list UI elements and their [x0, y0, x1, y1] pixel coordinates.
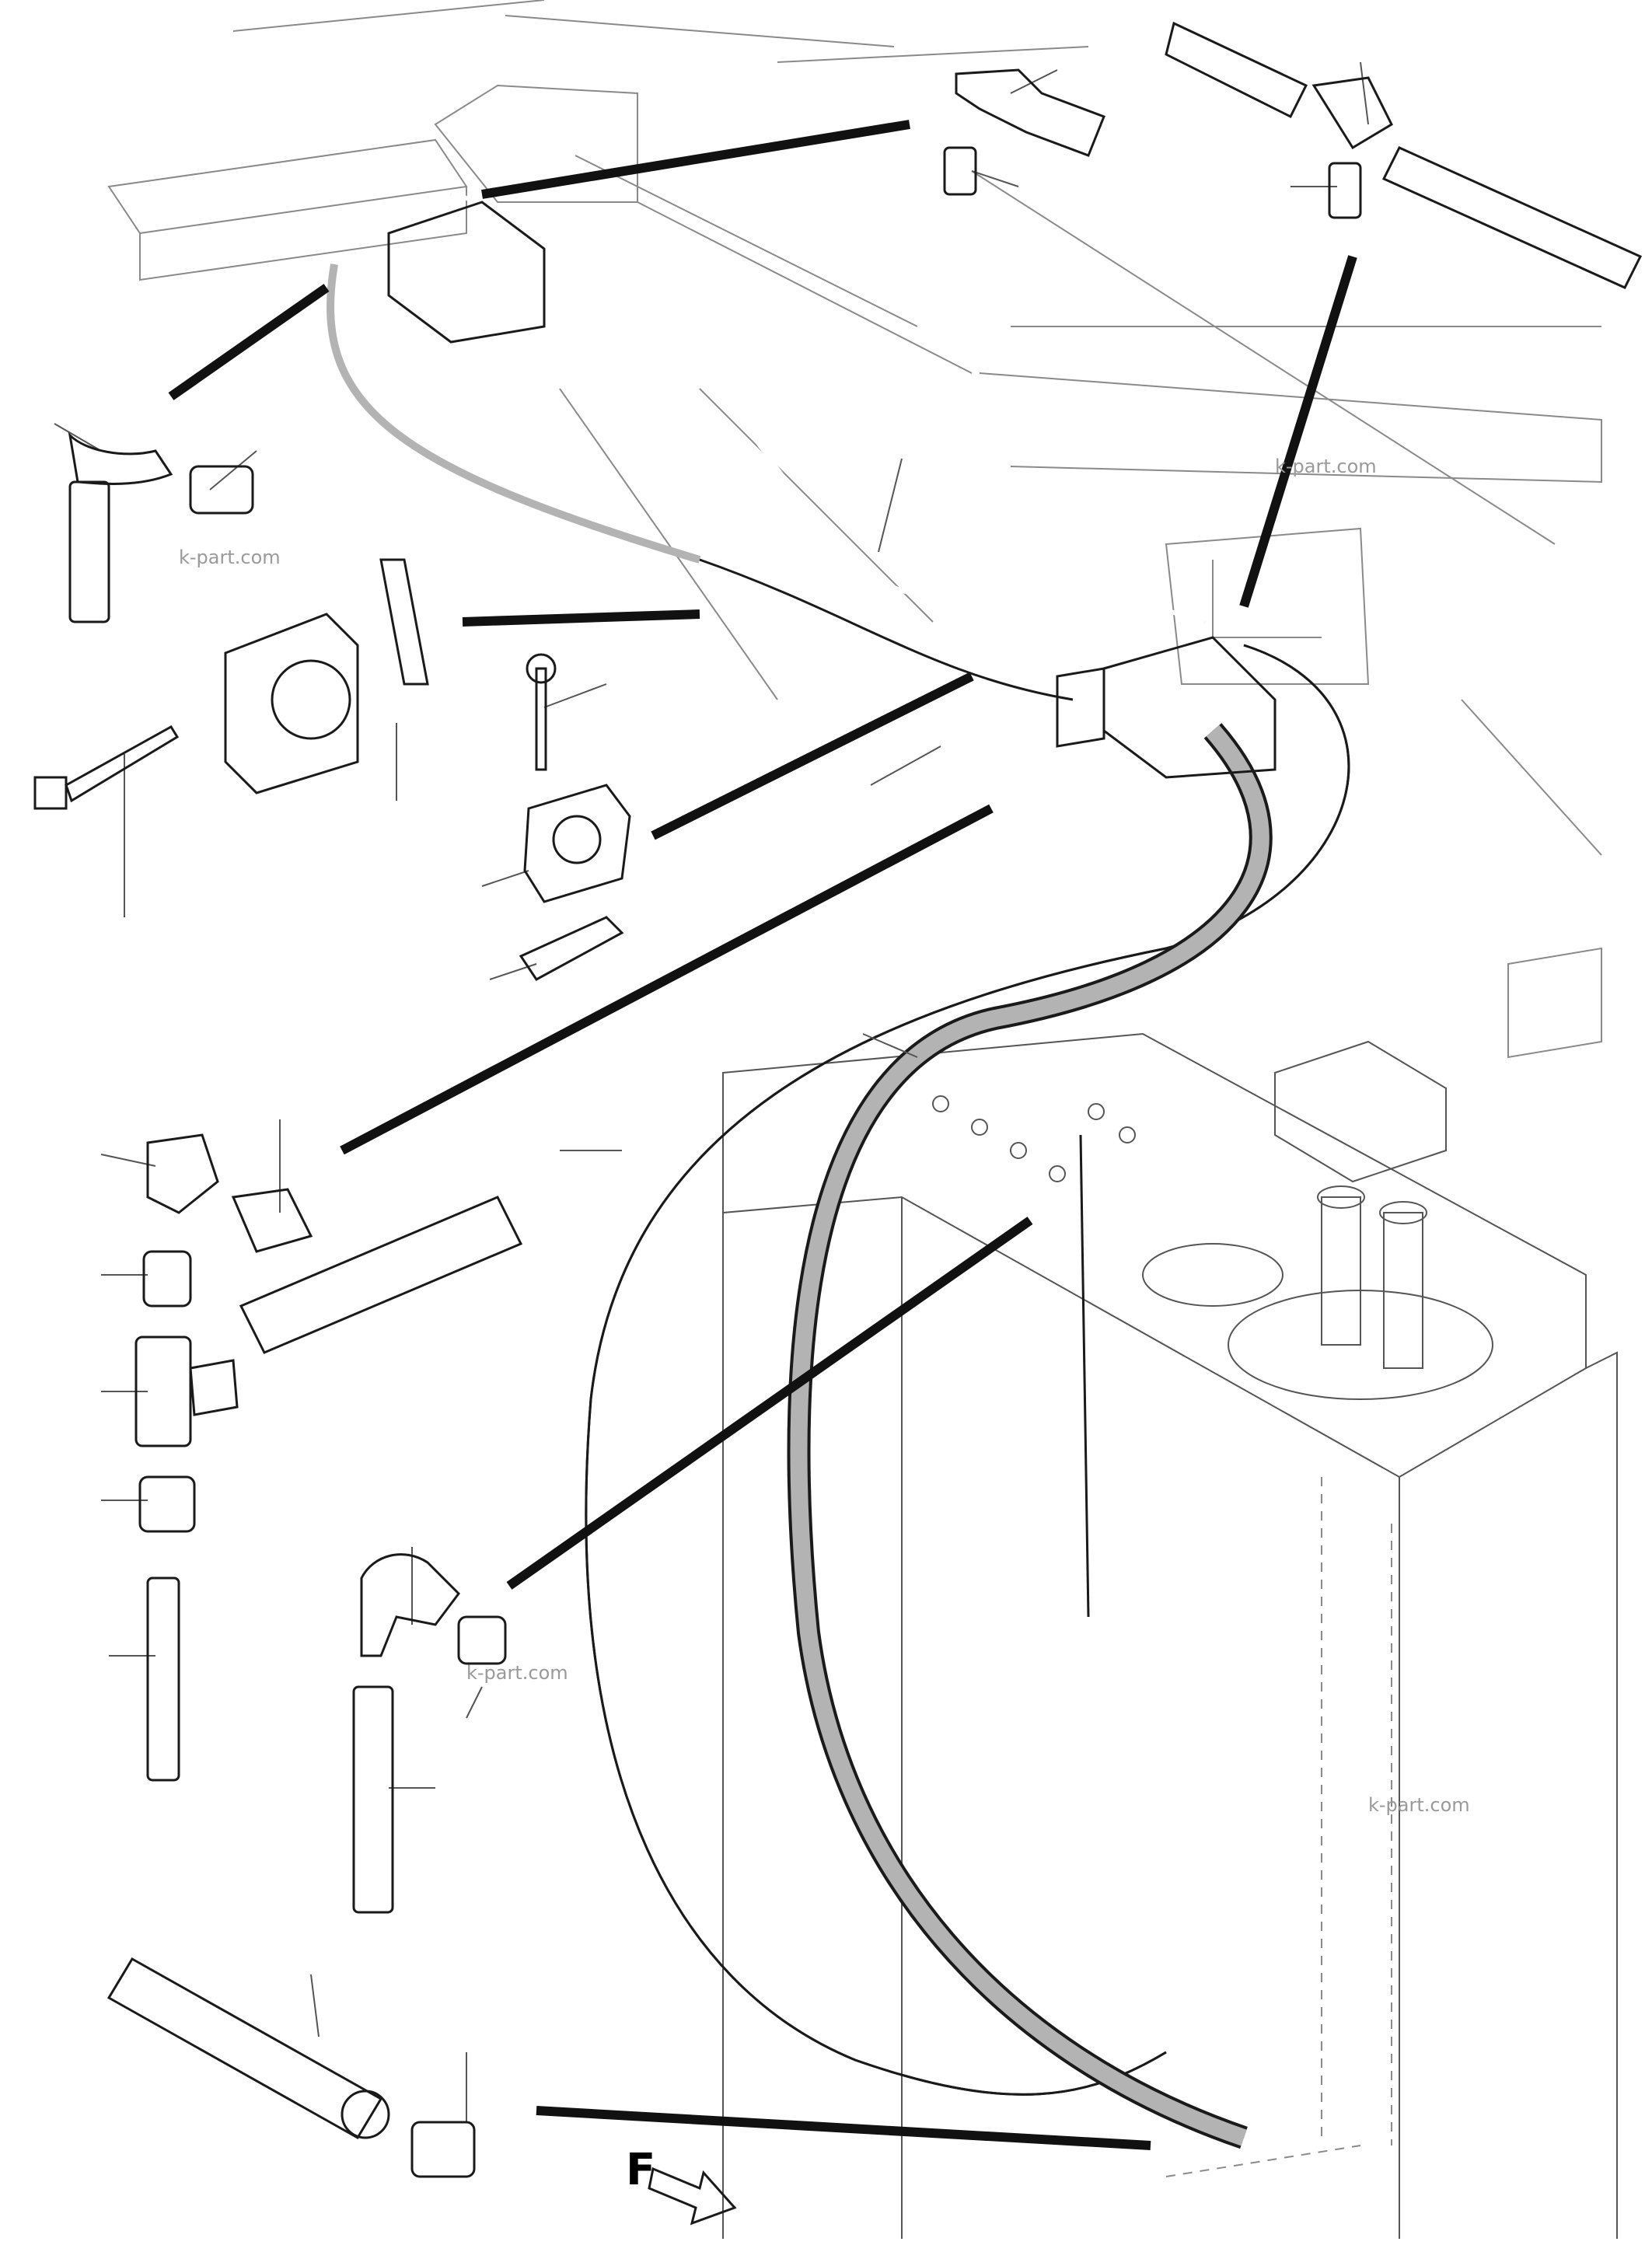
machine-frame-outline: [107, 0, 1602, 1059]
hose-end-bottom-left: [107, 1957, 476, 2178]
direction-label: F: [626, 2145, 655, 2195]
valve-blocks: [387, 201, 1277, 779]
hydraulic-tank: [722, 1032, 1618, 2239]
main-hoses: [327, 192, 1350, 2149]
hose-long-outer: [585, 644, 1350, 2096]
watermark-4: k-part.com: [1368, 1794, 1470, 1816]
fitting-elbow-top: [943, 68, 1105, 196]
tank-fittings: [932, 1040, 1493, 1400]
watermark-2: k-part.com: [1275, 456, 1377, 477]
hose-upper-right: [450, 193, 1206, 623]
leader-lines: [168, 120, 1357, 2150]
arrow-right-icon: [648, 2166, 737, 2226]
tee-fitting-top-right: [1165, 21, 1643, 289]
elbow-fitting-center: [352, 1553, 507, 1914]
item-callout-lines: [54, 61, 1369, 2122]
clamp-small: [519, 653, 631, 981]
watermark-3: k-part.com: [466, 1662, 568, 1684]
clamp-block: [224, 558, 429, 794]
fitting-stack-left: [134, 1133, 523, 1782]
hose-vertical-tank: [1079, 1134, 1090, 1618]
hose-upper-left: [329, 264, 1074, 701]
direction-arrow: F: [626, 2145, 737, 2226]
bolt-left: [33, 724, 180, 810]
watermark-1: k-part.com: [179, 546, 281, 568]
elbow-hose-left: [68, 431, 254, 623]
